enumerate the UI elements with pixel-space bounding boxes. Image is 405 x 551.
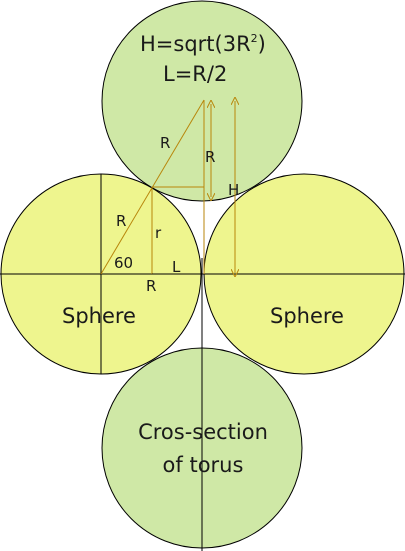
torus-label-line2: of torus — [163, 453, 244, 477]
r-small-label: r — [155, 224, 162, 242]
l-label: L — [172, 258, 181, 276]
angle-label: 60 — [114, 254, 133, 272]
formula-h: H=sqrt(3R2) — [140, 32, 266, 56]
h-label: H — [228, 181, 239, 199]
torus-label-line1: Cros-section — [138, 420, 268, 444]
sphere-left-label: Sphere — [62, 304, 136, 328]
r-hyp-left-label: R — [116, 212, 126, 230]
r-base-label: R — [146, 277, 156, 295]
r-vert-top-label: R — [205, 148, 215, 166]
r-hyp-top-label: R — [160, 134, 170, 152]
top-torus-circle — [101, 0, 303, 202]
formula-l: L=R/2 — [163, 62, 227, 86]
sphere-right-label: Sphere — [270, 304, 344, 328]
